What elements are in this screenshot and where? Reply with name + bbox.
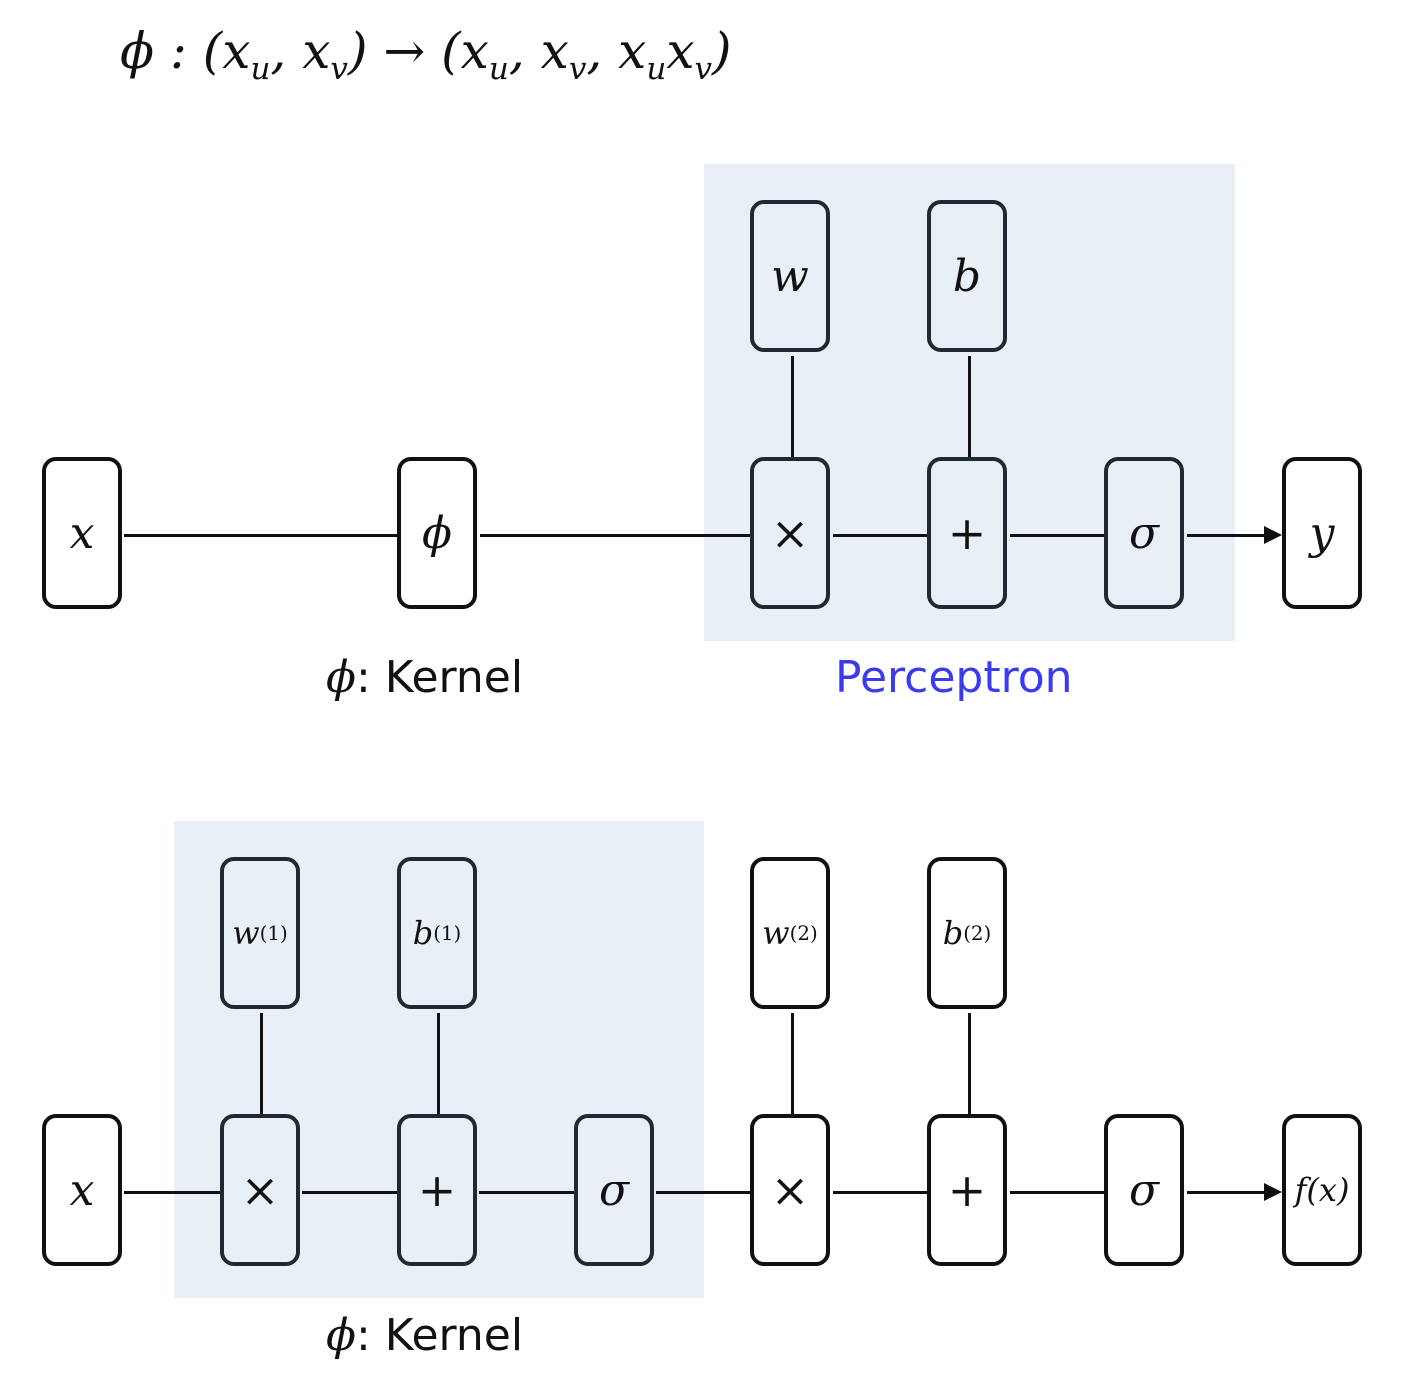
node-sigma-label: σ xyxy=(1128,507,1160,559)
node-kernel-phi-label: ϕ xyxy=(422,507,452,559)
formula-rhs-sub-u2: u xyxy=(646,51,667,87)
node-sigma-1: σ xyxy=(574,1114,654,1266)
formula-phi: ϕ xyxy=(120,22,155,80)
node-output-fx-label: f(x) xyxy=(1294,1171,1350,1209)
node-output-y-label: y xyxy=(1309,507,1335,559)
node-weight-w2: w(2) xyxy=(750,857,830,1009)
node-multiply: × xyxy=(750,457,830,609)
node-weight-w1: w(1) xyxy=(220,857,300,1009)
node-bias-b2-label: b xyxy=(942,914,964,952)
perceptron-caption: Perceptron xyxy=(835,652,1073,703)
node-bias-b1: b(1) xyxy=(397,857,477,1009)
edge-add1-sigma1 xyxy=(479,1191,576,1194)
node-sigma-2: σ xyxy=(1104,1114,1184,1266)
formula-lhs-sub-u: u xyxy=(250,51,271,87)
edge-add2-sigma2 xyxy=(1010,1191,1107,1194)
edge-b2-add2 xyxy=(968,1013,971,1117)
node-weight-w1-sup: (1) xyxy=(259,921,288,945)
edge-w2-mul2 xyxy=(791,1013,794,1117)
formula-colon: : xyxy=(154,22,203,80)
formula-arrow: → xyxy=(367,22,442,80)
node-bias-b: b xyxy=(927,200,1007,352)
kernel-caption-bottom: ϕ: Kernel xyxy=(326,1310,523,1361)
node-bias-b2-sup: (2) xyxy=(963,921,992,945)
plus-icon: + xyxy=(417,1163,457,1217)
kernel-caption-bottom-text: : Kernel xyxy=(356,1310,524,1361)
node-kernel-phi: ϕ xyxy=(397,457,477,609)
node-multiply-1: × xyxy=(220,1114,300,1266)
plus-icon: + xyxy=(947,506,987,560)
node-weight-w2-sup: (2) xyxy=(789,921,818,945)
node-bias-b1-label: b xyxy=(412,914,434,952)
formula-rhs-mid2: , x xyxy=(586,22,647,80)
node-input-x-2: x xyxy=(42,1114,122,1266)
edge-w-mul xyxy=(791,356,794,460)
kernel-caption-bottom-symbol: ϕ xyxy=(326,1310,356,1361)
edge-mul2-add2 xyxy=(833,1191,930,1194)
formula-rhs-mid1: , x xyxy=(508,22,569,80)
formula-lhs-sub-v: v xyxy=(330,51,348,87)
formula-rhs-sub-v2: v xyxy=(694,51,713,87)
edge-w1-mul1 xyxy=(260,1013,263,1117)
kernel-caption-top-symbol: ϕ xyxy=(326,652,356,703)
edge-b1-add1 xyxy=(437,1013,440,1117)
edge-sigma1-mul2 xyxy=(656,1191,753,1194)
node-add-1: + xyxy=(397,1114,477,1266)
node-sigma: σ xyxy=(1104,457,1184,609)
formula-lhs-close: ) xyxy=(347,22,368,80)
node-multiply-2: × xyxy=(750,1114,830,1266)
kernel-caption-top: ϕ: Kernel xyxy=(326,652,523,703)
multiply-icon: × xyxy=(770,1163,810,1217)
edge-b-add xyxy=(968,356,971,460)
multiply-icon: × xyxy=(770,506,810,560)
node-output-y: y xyxy=(1282,457,1362,609)
node-input-x-label: x xyxy=(69,507,95,559)
formula-rhs-sub-u: u xyxy=(488,51,509,87)
formula-rhs-close: ) xyxy=(712,22,732,80)
edge-sigma-y xyxy=(1187,534,1267,537)
formula-rhs-sub-v: v xyxy=(568,51,587,87)
arrow-to-y xyxy=(1264,526,1282,544)
edge-phi-mul xyxy=(480,534,753,537)
edge-mul-add xyxy=(833,534,930,537)
node-input-x-2-label: x xyxy=(69,1164,95,1216)
node-sigma-2-label: σ xyxy=(1128,1164,1160,1216)
node-bias-b-label: b xyxy=(952,250,982,302)
node-add-2: + xyxy=(927,1114,1007,1266)
plus-icon: + xyxy=(947,1163,987,1217)
formula-lhs-open: (x xyxy=(202,22,251,80)
node-input-x: x xyxy=(42,457,122,609)
node-weight-w-label: w xyxy=(771,250,809,302)
edge-x-mul1 xyxy=(124,1191,222,1194)
multiply-icon: × xyxy=(240,1163,280,1217)
node-output-fx: f(x) xyxy=(1282,1114,1362,1266)
node-weight-w1-label: w xyxy=(232,914,260,952)
node-add: + xyxy=(927,457,1007,609)
mapping-formula: ϕ : (xu, xv) → (xu, xv, xuxv) xyxy=(120,22,732,87)
formula-rhs-mid3: x xyxy=(666,22,695,80)
node-bias-b1-sup: (1) xyxy=(433,921,462,945)
node-sigma-1-label: σ xyxy=(598,1164,630,1216)
edge-x-phi xyxy=(124,534,400,537)
node-bias-b2: b(2) xyxy=(927,857,1007,1009)
edge-sigma2-fx xyxy=(1187,1191,1267,1194)
arrow-to-fx xyxy=(1264,1183,1282,1201)
edge-mul1-add1 xyxy=(302,1191,400,1194)
node-weight-w2-label: w xyxy=(762,914,790,952)
edge-add-sigma xyxy=(1010,534,1107,537)
formula-rhs-open: (x xyxy=(441,22,489,80)
kernel-caption-top-text: : Kernel xyxy=(356,652,524,703)
node-weight-w: w xyxy=(750,200,830,352)
formula-lhs-mid: , x xyxy=(270,22,331,80)
